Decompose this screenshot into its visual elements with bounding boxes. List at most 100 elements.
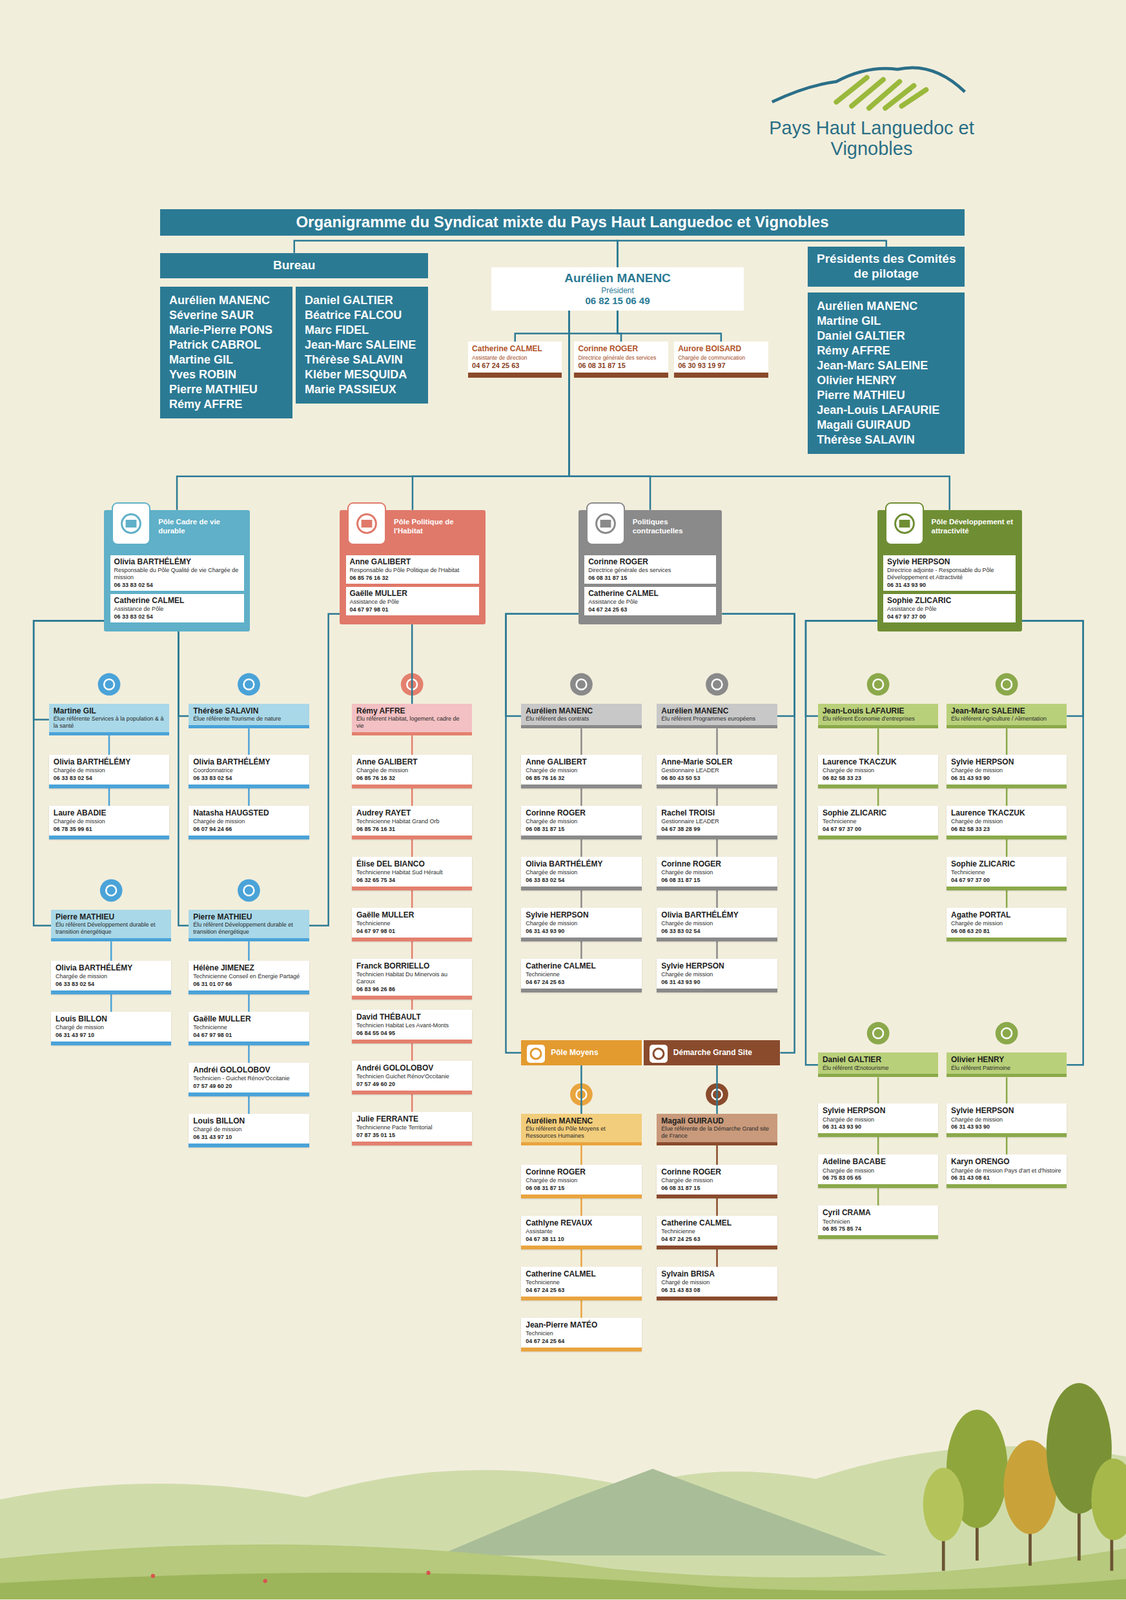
connector [580, 728, 583, 755]
phone-number: 06 31 43 97 10 [55, 1031, 167, 1039]
person-name: Anne GALIBERT [356, 757, 468, 767]
phone-number: 06 31 43 97 10 [193, 1133, 305, 1141]
member-card: Gaëlle MULLERTechnicienne04 67 97 98 01 [351, 907, 472, 942]
person-name: Andréi GOLOLOBOV [356, 1063, 468, 1073]
role-text: Assistante [525, 1228, 637, 1236]
person-name: Hélène JIMENEZ [193, 963, 305, 973]
theme-icon [995, 673, 1019, 697]
person-name: Corinne ROGER [661, 1167, 773, 1177]
connector [411, 1094, 414, 1112]
role-text: Assistance de Pôle [349, 598, 476, 606]
member-card: Corinne ROGERChargée de mission06 08 31 … [521, 1164, 642, 1199]
phone-number: 06 08 31 87 15 [525, 825, 637, 833]
member-card: Catherine CALMELTechnicienne04 67 24 25 … [521, 958, 642, 993]
connector [877, 1076, 880, 1104]
person-name: Corinne ROGER [588, 557, 713, 567]
phone-number: 04 67 24 25 63 [525, 1286, 637, 1294]
person-name: Julie FERRANTE [356, 1114, 468, 1124]
member-card: Jean-Pierre MATÉOTechnicien04 67 24 25 6… [521, 1317, 642, 1352]
phone-number: 06 08 31 87 15 [588, 574, 713, 582]
phone-number: 07 57 49 60 20 [193, 1082, 305, 1090]
member-name: Rémy AFFRE [816, 343, 956, 359]
connector [515, 310, 618, 342]
section-title: Démarche Grand Site [673, 1047, 776, 1057]
person-name: Sylvie HERPSON [661, 961, 773, 971]
title: Organigramme du Syndicat mixte du Pays H… [295, 213, 829, 232]
theme-icon [867, 673, 890, 697]
member-card: Franck BORRIELLOTechnicien Habitat Du Mi… [351, 958, 472, 1000]
phone-number: 04 67 24 25 63 [588, 606, 713, 614]
pole-card: Politiques contractuellesCorinne ROGERDi… [578, 510, 723, 625]
person-name: Aurélien MANENC [525, 1116, 637, 1126]
role-text: Chargée de mission [525, 767, 637, 775]
connector [617, 310, 722, 342]
connector [716, 1198, 718, 1216]
phone-number: 06 31 43 93 90 [951, 1123, 1063, 1131]
role-text: Technicien Habitat Les Avant-Monts [356, 1022, 468, 1030]
phone-number: 06 82 15 06 49 [495, 295, 740, 307]
person-name: Sophie ZLICARIC [951, 859, 1063, 869]
person-name: Karyn ORENGO [951, 1156, 1063, 1167]
role-text: Gestionnaire LEADER [661, 767, 773, 775]
pole-title: Politiques contractuelles [632, 517, 719, 556]
pole-title: Pôle Politique de l'Habitat [393, 517, 482, 556]
member-card: Andréi GOLOLOBOVTechnicien - Guichet Rén… [188, 1062, 309, 1097]
role-text: Élu référent Programmes européens [661, 715, 773, 723]
person-name: Sophie ZLICARIC [887, 595, 1012, 605]
person-name: Aurélien MANENC [525, 706, 637, 716]
phone-number: 07 87 35 01 15 [356, 1131, 468, 1139]
member-name: Olivier HENRY [816, 373, 956, 389]
phone-number: 06 85 76 16 32 [525, 774, 637, 782]
section-band: Démarche Grand Site [643, 1040, 781, 1065]
member-name: Thérèse SALAVIN [304, 352, 420, 368]
referent-box: Magali GUIRAUDÉlue référente de la Démar… [656, 1113, 777, 1146]
person-name: Olivia BARTHÉLÉMY [661, 910, 773, 920]
referent-box: Jean-Louis LAFAURIEÉlu référent Économie… [818, 703, 939, 729]
phone-number: 04 67 97 98 01 [349, 606, 476, 614]
connector [1022, 621, 1084, 717]
member-name: Jean-Marc SALEINE [816, 358, 956, 374]
phone-number: 06 31 43 93 90 [887, 581, 1012, 589]
phone-number: 06 33 83 02 54 [525, 876, 637, 884]
connector [247, 1045, 250, 1063]
role-text: Chargée de mission [661, 971, 773, 979]
person-name: Agathe PORTAL [951, 910, 1063, 920]
role-text: Gestionnaire LEADER [661, 818, 773, 826]
pole-icon [885, 502, 924, 545]
member-card: Catherine CALMELTechnicienne04 67 24 25 … [656, 1215, 777, 1250]
role-text: Chargée de mission [55, 972, 167, 981]
phone-number: 06 31 01 07 66 [193, 980, 305, 988]
member-card: Julie FERRANTETechnicienne Pacte Territo… [351, 1111, 472, 1146]
connector [716, 1145, 718, 1165]
header-band: Présidents des Comités de pilotage [807, 246, 965, 287]
connector [580, 1249, 583, 1267]
person-name: Corinne ROGER [525, 808, 637, 818]
connector [716, 890, 718, 908]
role-text: Responsable du Pôle Qualité de vie Charg… [114, 566, 241, 582]
staff-box: Catherine CALMELAssistante de direction0… [468, 341, 562, 378]
person-name: Sylvie HERPSON [822, 1105, 934, 1116]
connector [580, 839, 583, 857]
role-text: Chargée de mission [661, 1177, 773, 1185]
connector [716, 1249, 718, 1267]
member-name: Béatrice FALCOU [304, 307, 420, 323]
person-name: Rémy AFFRE [356, 706, 468, 716]
person-name: Olivia BARTHÉLÉMY [193, 757, 305, 767]
person-name: Gaëlle MULLER [349, 588, 476, 598]
phone-number: 06 31 43 08 61 [951, 1174, 1063, 1182]
member-card: Natasha HAUGSTEDChargée de mission06 07 … [188, 805, 309, 840]
person-name: Audrey RAYET [356, 808, 468, 818]
member-card: Hélène JIMENEZTechnicienne Conseil en Én… [188, 960, 309, 995]
phone-number: 06 82 58 33 23 [822, 774, 934, 782]
theme-icon [100, 879, 123, 902]
person-name: Gaëlle MULLER [356, 910, 468, 920]
member-card: Corinne ROGERChargée de mission06 08 31 … [521, 805, 642, 840]
phone-number: 06 08 31 87 15 [525, 1184, 637, 1192]
member-card: Anne GALIBERTChargée de mission06 85 76 … [521, 754, 642, 789]
person-name: Sylvie HERPSON [525, 910, 637, 920]
role-text: Chargée de mission [525, 869, 637, 877]
person-name: Magali GUIRAUD [661, 1116, 773, 1126]
connector [877, 1136, 880, 1155]
connector [805, 621, 878, 717]
connector [716, 839, 718, 857]
